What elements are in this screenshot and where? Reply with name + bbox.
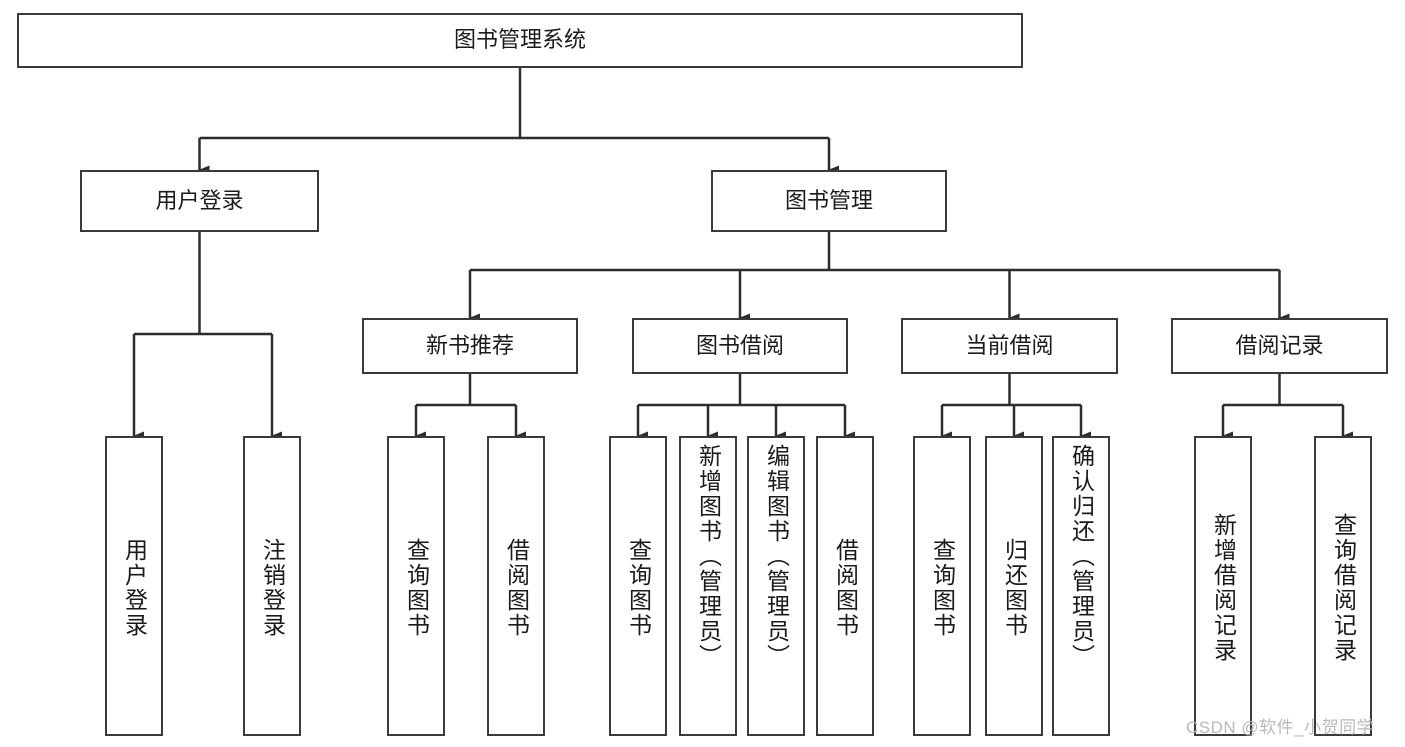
node-leaf-bk-edit[interactable]: 编辑图书（管理员） [747,436,805,736]
node-leaf-bk-query[interactable]: 查询图书 [609,436,667,736]
node-leaf-rec-query[interactable]: 查询借阅记录 [1314,436,1372,736]
node-label: 当前借阅 [965,332,1054,358]
node-newbook[interactable]: 新书推荐 [362,318,578,374]
node-label: 新书推荐 [425,332,514,358]
node-leaf-cur-return[interactable]: 归还图书 [985,436,1043,736]
node-label: 图书借阅 [695,332,784,358]
node-label: 图书管理系统 [453,27,586,53]
node-login[interactable]: 用户登录 [80,170,319,232]
node-label: 用户登录 [121,538,148,638]
node-label: 借阅记录 [1235,332,1324,358]
node-current[interactable]: 当前借阅 [901,318,1118,374]
node-label: 编辑图书（管理员） [763,444,790,669]
node-leaf-user-logout[interactable]: 注销登录 [243,436,301,736]
node-label: 借阅图书 [503,538,530,638]
node-leaf-cur-confirm[interactable]: 确认归还（管理员） [1052,436,1110,736]
node-bookmgmt[interactable]: 图书管理 [711,170,947,232]
csdn-watermark: CSDN @软件_小贺同学 [1186,718,1375,737]
node-leaf-cur-query[interactable]: 查询图书 [913,436,971,736]
node-label: 新增借阅记录 [1210,513,1237,663]
node-leaf-rec-add[interactable]: 新增借阅记录 [1194,436,1252,736]
node-leaf-nb-borrow[interactable]: 借阅图书 [487,436,545,736]
node-leaf-user-login[interactable]: 用户登录 [105,436,163,736]
node-borrow[interactable]: 图书借阅 [632,318,848,374]
node-label: 新增图书（管理员） [695,444,722,669]
node-label: 确认归还（管理员） [1068,444,1095,669]
node-leaf-bk-add[interactable]: 新增图书（管理员） [679,436,737,736]
node-label: 查询图书 [929,538,956,638]
node-label: 查询图书 [625,538,652,638]
node-label: 注销登录 [259,538,286,638]
node-label: 查询图书 [403,538,430,638]
node-root[interactable]: 图书管理系统 [17,13,1023,68]
node-label: 用户登录 [155,187,244,213]
node-label: 借阅图书 [832,538,859,638]
node-label: 查询借阅记录 [1330,513,1357,663]
node-leaf-bk-borrow[interactable]: 借阅图书 [816,436,874,736]
node-records[interactable]: 借阅记录 [1171,318,1388,374]
node-label: 图书管理 [784,187,873,213]
node-label: 归还图书 [1001,538,1028,638]
node-leaf-nb-query[interactable]: 查询图书 [387,436,445,736]
